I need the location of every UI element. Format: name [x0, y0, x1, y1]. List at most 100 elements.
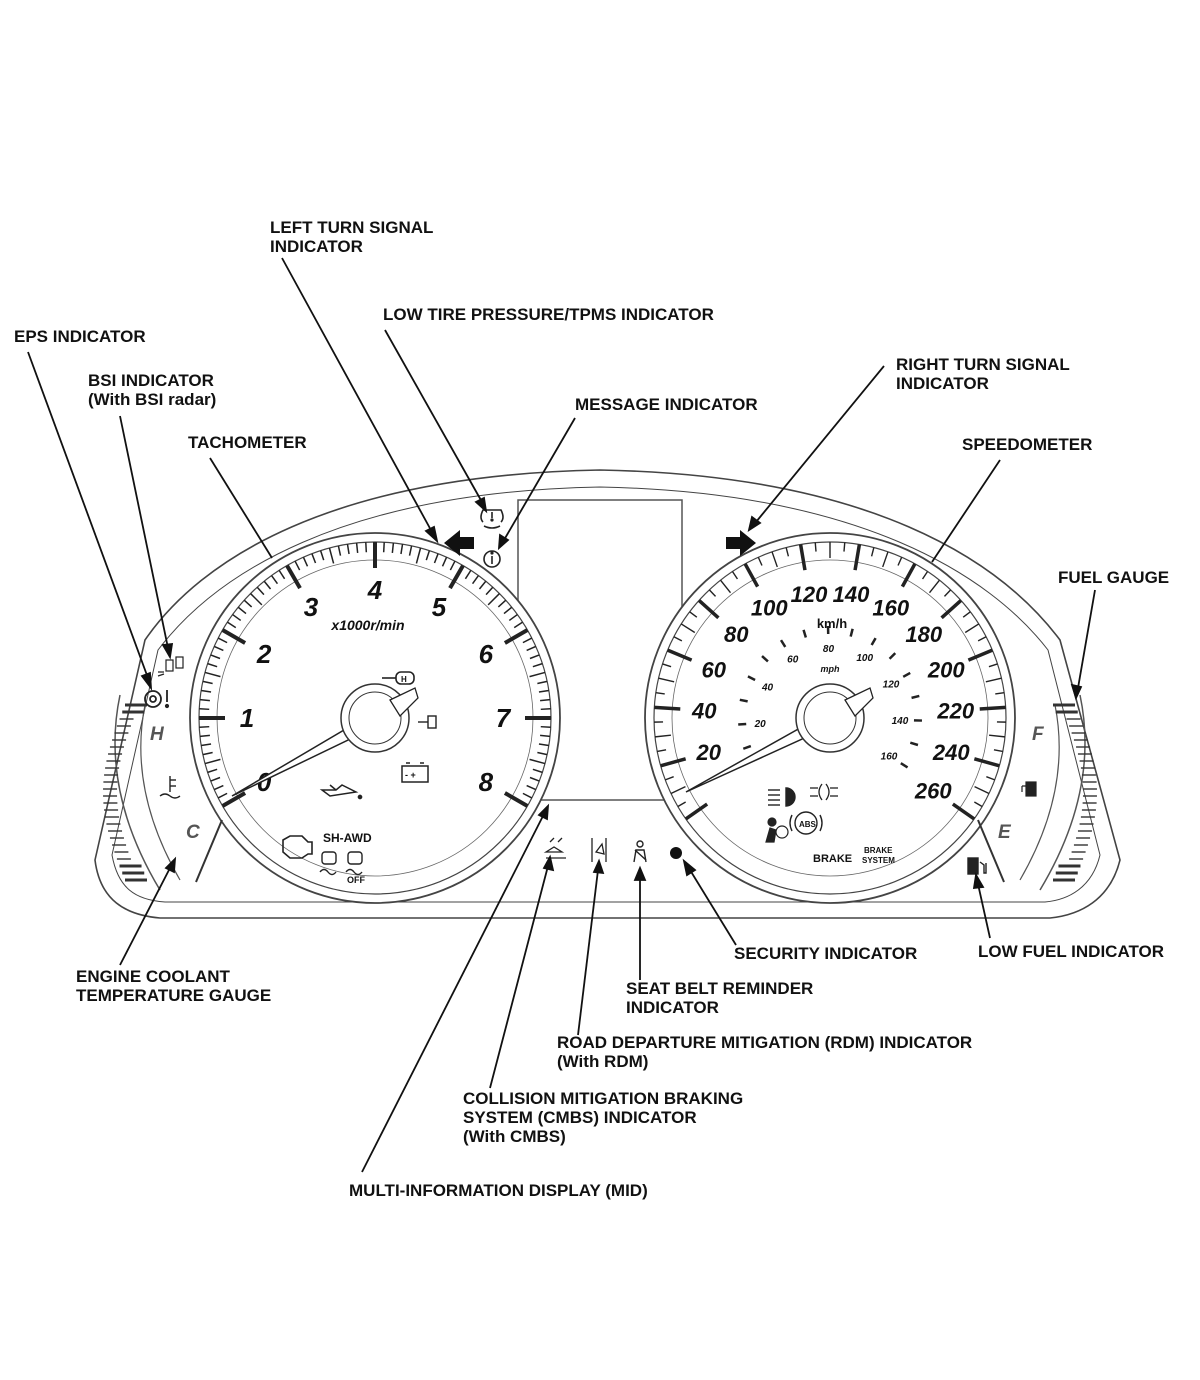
- kmh-unit: km/h: [817, 616, 847, 631]
- tach-number: 5: [432, 592, 447, 622]
- speed-tick: [900, 562, 917, 588]
- speed-tick: [928, 579, 941, 594]
- tach-tick: [250, 593, 263, 606]
- mph-tick: [761, 655, 769, 663]
- mph-tick: [888, 652, 897, 660]
- speed-mph-number: 160: [881, 752, 898, 763]
- label-speedometer: SPEEDOMETER: [962, 435, 1093, 454]
- speed-tick: [757, 556, 763, 566]
- speed-tick: [995, 691, 1005, 695]
- tach-tick: [355, 542, 359, 553]
- brake-label: BRAKE: [813, 853, 852, 865]
- low-fuel-icon: [967, 857, 987, 875]
- security-dot-icon: [670, 847, 682, 859]
- speed-tick: [974, 785, 990, 795]
- speedometer-hub: [795, 683, 865, 753]
- right-arrow-icon: [726, 530, 756, 556]
- speedometer-mph-ticks: [738, 625, 922, 769]
- cmbs-icon: [543, 837, 566, 859]
- tach-tick: [529, 654, 540, 660]
- speed-tick: [673, 636, 683, 642]
- mph-tick: [849, 628, 854, 637]
- tach-tick: [217, 792, 228, 799]
- speed-tick: [897, 556, 903, 566]
- speed-tick: [979, 705, 1006, 711]
- tach-tick: [425, 550, 431, 561]
- battery-icon: - +: [401, 762, 429, 783]
- speed-tick: [882, 551, 889, 568]
- tach-tick: [243, 599, 253, 608]
- tach-tick: [199, 734, 210, 738]
- tach-tick: [213, 784, 224, 791]
- tach-tick: [538, 689, 549, 693]
- tach-tick: [202, 680, 213, 685]
- tach-tick: [415, 547, 422, 564]
- mph-unit: mph: [821, 664, 841, 674]
- tach-number: 6: [479, 639, 494, 669]
- tach-tick: [522, 792, 533, 799]
- speed-tick: [677, 801, 687, 808]
- speed-mph-number: 100: [856, 653, 873, 664]
- mph-tick: [738, 722, 747, 726]
- tach-tick: [365, 542, 368, 553]
- speed-tick: [962, 611, 971, 618]
- speed-tick: [814, 542, 817, 552]
- speed-mph-number: 20: [754, 719, 767, 730]
- temp-hot-label: H: [150, 724, 165, 745]
- label-low-fuel-indicator: LOW FUEL INDICATOR: [978, 942, 1165, 961]
- speed-tick: [743, 562, 760, 588]
- speed-tick: [940, 599, 963, 620]
- tach-tick: [522, 637, 533, 644]
- leader-lines: [27, 257, 1096, 1173]
- tach-tick: [529, 758, 546, 765]
- fuel-needle: [977, 819, 1005, 883]
- mph-tick: [870, 637, 877, 646]
- mph-tick: [742, 744, 752, 750]
- temp-cold-label: C: [186, 822, 200, 843]
- tach-tick: [487, 593, 500, 606]
- tach-tick: [513, 621, 524, 629]
- tach-tick: [538, 743, 549, 747]
- tach-tick: [540, 734, 551, 738]
- label-tachometer: TACHOMETER: [188, 433, 307, 452]
- tach-tick: [202, 751, 213, 756]
- speed-tick: [670, 785, 686, 795]
- fuel-pump-icon: [1021, 781, 1037, 797]
- check-engine-icon: [282, 835, 313, 859]
- speed-tick: [986, 776, 996, 781]
- fuel-gauge: F E: [998, 694, 1097, 891]
- speed-tick: [967, 648, 994, 662]
- tach-tick: [217, 637, 228, 644]
- speed-mph-number: 80: [823, 644, 835, 655]
- tach-tick: [337, 545, 342, 556]
- mph-tick: [802, 629, 808, 638]
- immobilizer-key-icon: H: [382, 671, 415, 685]
- speed-mph-number: 140: [892, 716, 909, 727]
- vsa-icon: [418, 715, 437, 729]
- speed-tick: [943, 589, 952, 597]
- tach-tick: [478, 580, 487, 590]
- tach-tick: [199, 698, 210, 702]
- speed-tick: [870, 547, 875, 557]
- tach-tick: [256, 586, 265, 596]
- speed-tick: [985, 677, 1002, 683]
- speed-kmh-number: 40: [691, 698, 717, 723]
- speed-mph-number: 40: [761, 682, 774, 693]
- speed-tick: [731, 571, 739, 580]
- rdm-icon: [591, 838, 607, 862]
- speed-tick: [785, 547, 790, 557]
- tach-tick: [391, 542, 395, 553]
- speed-tick: [853, 544, 862, 571]
- tach-tick: [526, 645, 537, 652]
- airbag-icon: [765, 817, 789, 843]
- speed-kmh-number: 180: [905, 622, 942, 647]
- coolant-temp-icon: [159, 776, 181, 799]
- speed-mph-number: 60: [787, 655, 799, 666]
- svg-text:H: H: [401, 675, 407, 684]
- speed-tick: [771, 551, 778, 568]
- left-arrow-icon: [444, 530, 474, 556]
